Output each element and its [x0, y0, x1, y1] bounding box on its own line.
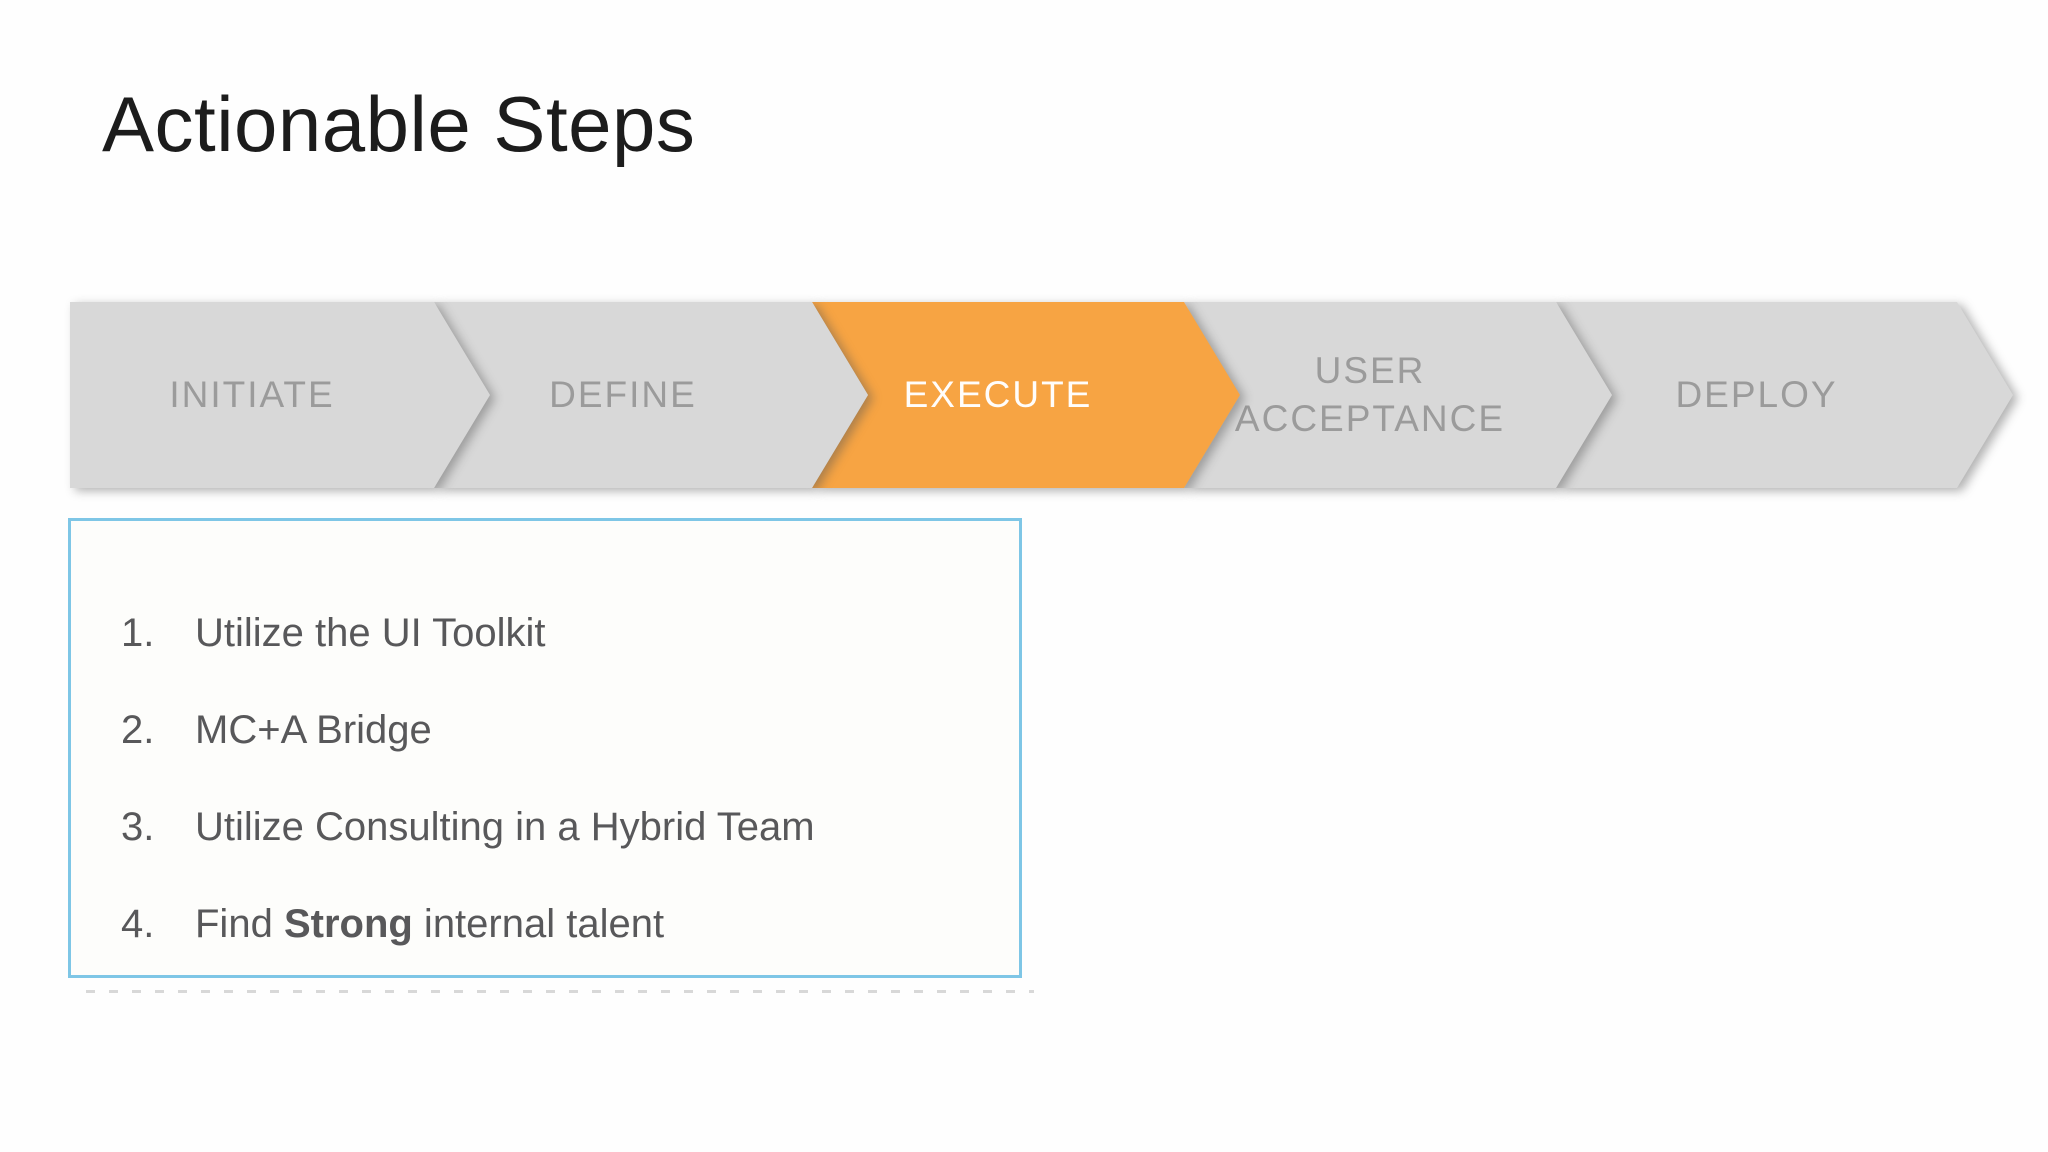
- item-text: Find: [195, 902, 284, 946]
- chevron-shape: DEPLOY: [1556, 302, 2013, 488]
- item-number: 1.: [121, 611, 155, 655]
- list-item: 4. Find Strong internal talent: [121, 900, 1019, 948]
- slide-title: Actionable Steps: [102, 80, 696, 168]
- process-step-label: USER ACCEPTANCE: [1234, 349, 1506, 439]
- item-number: 3.: [121, 805, 155, 849]
- process-step-execute-active: EXECUTE: [812, 302, 1240, 488]
- item-text: Utilize the UI Toolkit: [195, 611, 546, 655]
- process-step-define: DEFINE: [434, 302, 868, 488]
- process-band: INITIATE DEFINE EXECUTE USER ACCEPTANCE …: [0, 302, 2048, 488]
- chevron-shape: EXECUTE: [812, 302, 1240, 488]
- action-list: 1. Utilize the UI Toolkit 2. MC+A Bridge…: [71, 521, 1019, 948]
- placeholder-dashed-line: [86, 990, 1034, 993]
- chevron-shape: DEFINE: [434, 302, 868, 488]
- action-list-box: 1. Utilize the UI Toolkit 2. MC+A Bridge…: [68, 518, 1022, 978]
- process-step-label: DEFINE: [549, 373, 697, 415]
- process-step-label: EXECUTE: [903, 373, 1093, 415]
- process-step-deploy: DEPLOY: [1556, 302, 2013, 488]
- item-text: Utilize Consulting in a Hybrid Team: [195, 805, 815, 849]
- item-text-bold: Strong: [283, 902, 413, 946]
- process-step-label: DEPLOY: [1675, 373, 1838, 415]
- list-item: 2. MC+A Bridge: [121, 706, 1019, 754]
- list-item: 3. Utilize Consulting in a Hybrid Team: [121, 803, 1019, 851]
- chevron-shape: USER ACCEPTANCE: [1184, 302, 1612, 488]
- list-item: 1. Utilize the UI Toolkit: [121, 609, 1019, 657]
- chevron-shape: INITIATE: [70, 302, 490, 488]
- item-number: 4.: [121, 902, 155, 946]
- process-step-initiate: INITIATE: [70, 302, 490, 488]
- item-text: MC+A Bridge: [195, 708, 432, 752]
- process-step-user-acceptance: USER ACCEPTANCE: [1184, 302, 1612, 488]
- item-number: 2.: [121, 708, 155, 752]
- item-text: internal talent: [412, 902, 665, 946]
- process-step-label: INITIATE: [169, 373, 335, 415]
